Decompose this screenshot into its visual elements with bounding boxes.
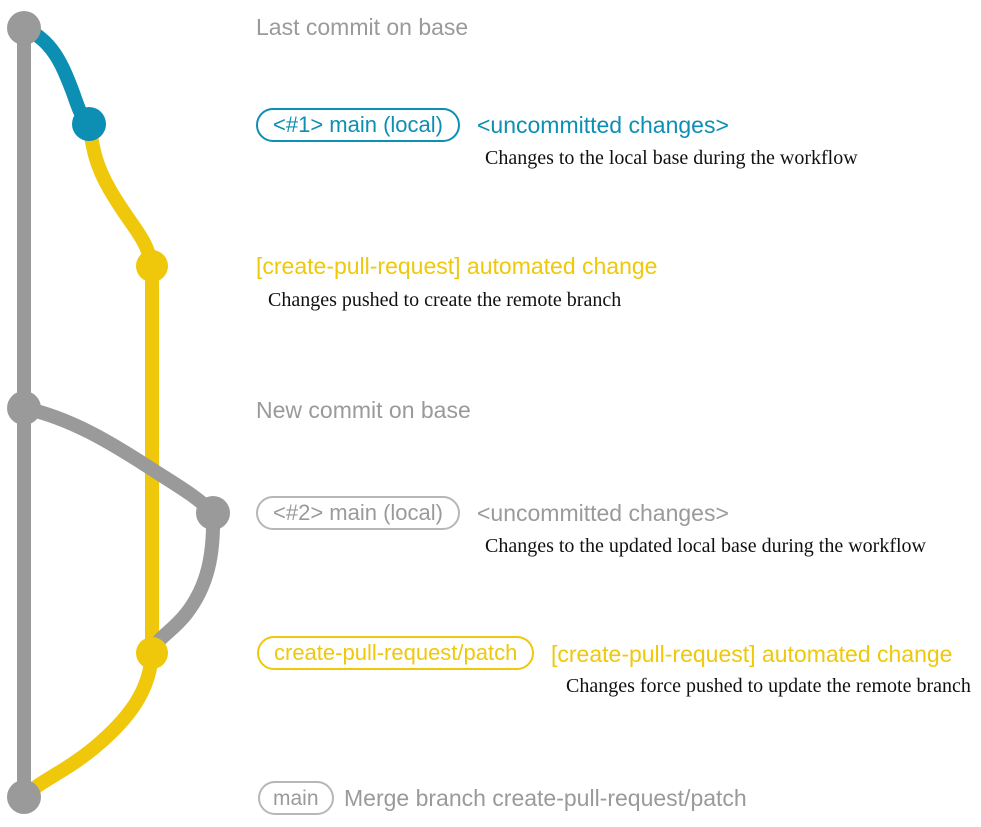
headline-uncommitted-changes-2: <uncommitted changes> (477, 500, 729, 526)
headline-automated-change-1: [create-pull-request] automated change (256, 253, 658, 279)
badge-local-main-2[interactable]: <#2> main (local) (256, 496, 460, 530)
subline-remote-commit-1: Changes pushed to create the remote bran… (268, 289, 622, 311)
node-local-commit-2[interactable] (196, 496, 230, 530)
edge-base-to-local1 (17, 21, 96, 131)
node-base-head[interactable] (7, 11, 41, 45)
edge-base-to-local2 (17, 401, 220, 520)
edge-local1-to-remote1 (82, 117, 159, 273)
node-base-new[interactable] (7, 391, 41, 425)
node-remote-commit-1[interactable] (136, 250, 168, 282)
edge-local2-to-remote2 (145, 506, 221, 660)
headline-uncommitted-changes-1: <uncommitted changes> (477, 112, 729, 138)
headline-merge-branch: Merge branch create-pull-request/patch (344, 785, 747, 811)
subline-local-commit-1: Changes to the local base during the wor… (485, 147, 858, 169)
node-local-commit-1[interactable] (72, 107, 106, 141)
badge-create-pull-request-patch[interactable]: create-pull-request/patch (257, 636, 535, 670)
headline-automated-change-2: [create-pull-request] automated change (551, 641, 953, 667)
subline-remote-commit-2: Changes force pushed to update the remot… (566, 675, 971, 697)
subline-local-commit-2: Changes to the updated local base during… (485, 535, 926, 557)
badge-local-main-1[interactable]: <#1> main (local) (256, 108, 460, 142)
node-remote-commit-2[interactable] (136, 637, 168, 669)
headline-last-commit-on-base: Last commit on base (256, 14, 469, 40)
node-merge-commit[interactable] (7, 780, 41, 814)
edge-remote2-to-merge (17, 646, 159, 804)
badge-main[interactable]: main (258, 781, 334, 815)
headline-new-commit-on-base: New commit on base (256, 397, 471, 423)
